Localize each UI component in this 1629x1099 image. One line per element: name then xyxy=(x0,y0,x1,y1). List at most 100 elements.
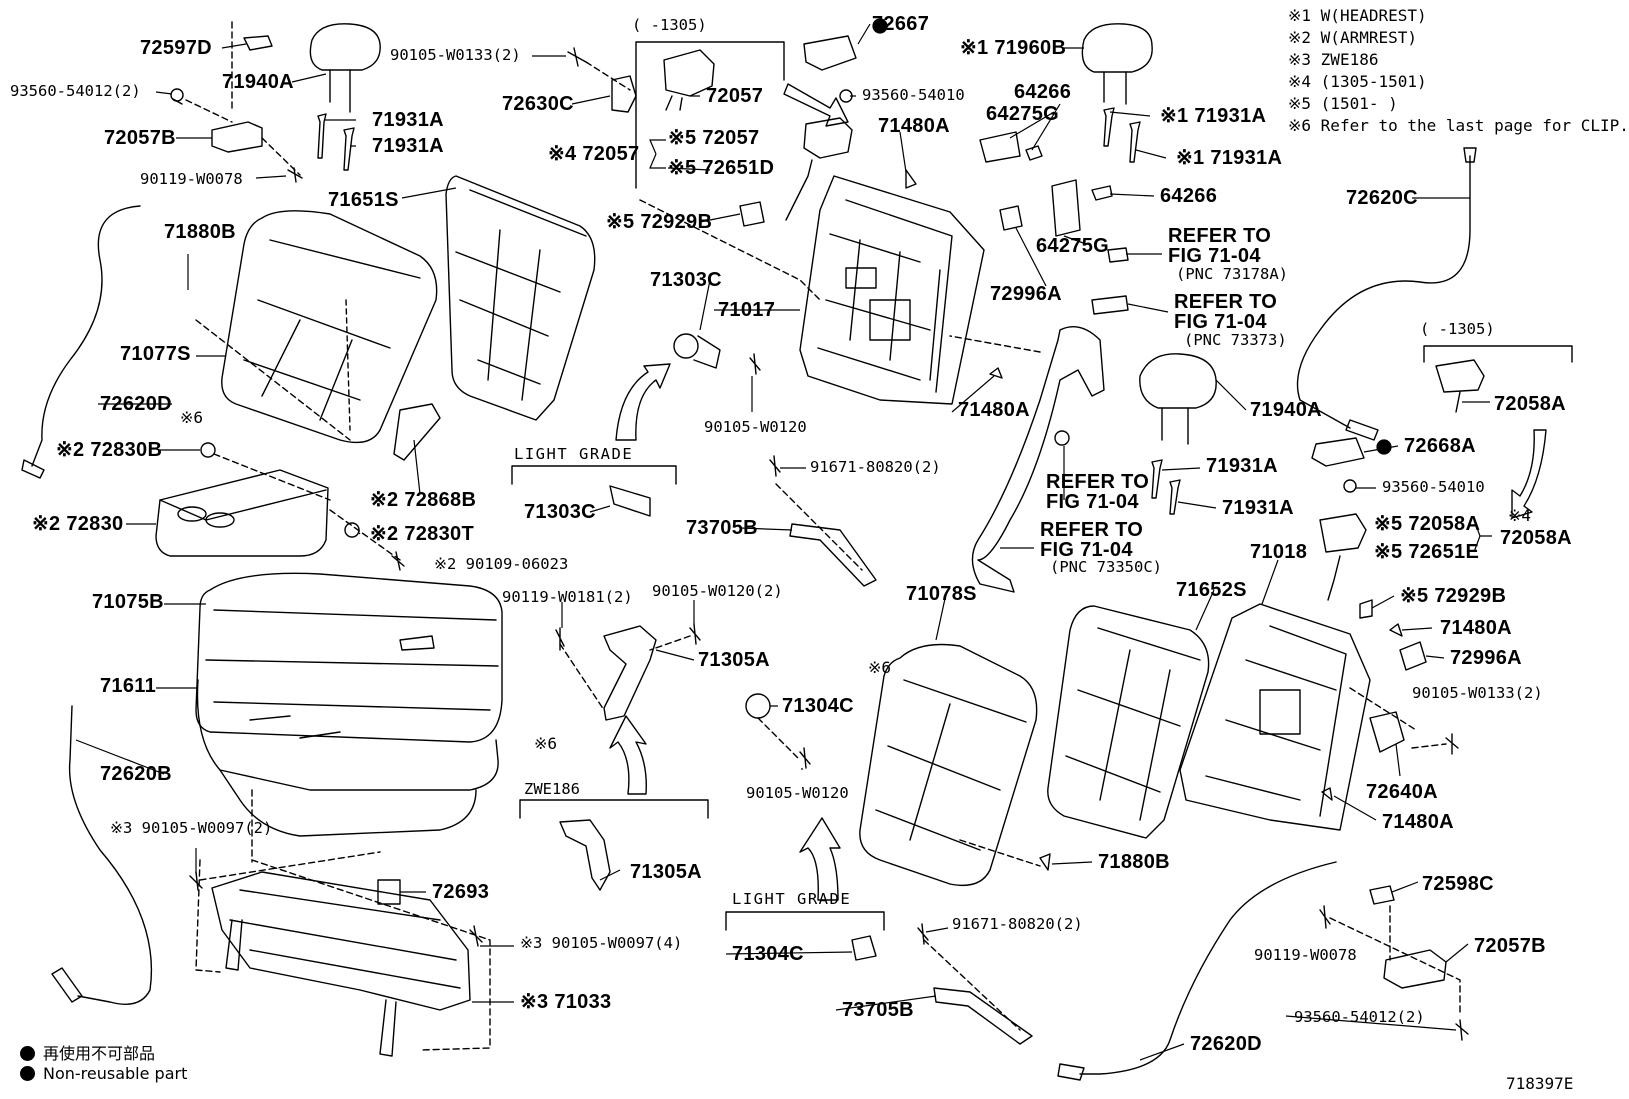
bolt-90105-w0097-4 xyxy=(469,925,483,947)
headrest-left xyxy=(309,23,381,113)
bracket-72057b-left xyxy=(211,121,263,153)
callout: ※2 72868B xyxy=(370,489,477,511)
callout: LIGHT GRADE xyxy=(514,445,634,463)
callout: 72668A xyxy=(1404,435,1476,457)
recliner-cover-71304c xyxy=(851,935,877,961)
callout: REFER TO xyxy=(1040,519,1144,541)
arrow-4 xyxy=(799,817,841,901)
hinge-73705b-b xyxy=(933,987,1033,1045)
seatback-cover-71077s xyxy=(221,210,438,444)
callout: 93560-54010 xyxy=(862,86,965,104)
clip-72598c xyxy=(1369,885,1395,905)
cover-72668a xyxy=(1311,437,1365,467)
callout: 71480A xyxy=(1440,617,1512,639)
bolt-90105-w0097-2 xyxy=(189,871,203,891)
callout: (PNC 73178A) xyxy=(1176,265,1288,283)
seatback-frame-71017 xyxy=(799,175,985,405)
guide-71931a-4 xyxy=(1129,121,1141,163)
legend-nonreusable-en: Non-reusable part xyxy=(20,1064,187,1083)
callout: 64266 xyxy=(1160,185,1218,207)
nut-seatbelt xyxy=(1054,430,1070,446)
bracket-71305a-b xyxy=(559,819,611,891)
cable-72620b xyxy=(68,705,153,1005)
callout: FIG 71-04 xyxy=(1040,539,1133,561)
recliner-71303c xyxy=(673,333,721,369)
callout: ※2 90109-06023 xyxy=(434,555,569,573)
screw-72830b xyxy=(200,442,216,458)
callout: ※5 72651E xyxy=(1374,541,1480,563)
callout: (PNC 73373) xyxy=(1184,331,1287,349)
legend-note-1: ※1 W(HEADREST) xyxy=(1288,6,1427,25)
lock-72057 xyxy=(663,49,715,111)
legend-note-3: ※3 ZWE186 xyxy=(1288,50,1379,69)
callout: ※1 71931A xyxy=(1160,105,1267,127)
callout: (PNC 73350C) xyxy=(1050,558,1162,576)
seatback-frame-71018 xyxy=(1179,603,1371,831)
seatback-pad-71652s xyxy=(1047,605,1210,839)
callout: ※6 xyxy=(180,408,204,427)
callout: 71303C xyxy=(650,269,722,291)
callout: 64275G xyxy=(1036,235,1109,257)
callout: 90105-W0133(2) xyxy=(1412,684,1543,702)
bolt-90105-w0120-2 xyxy=(689,623,701,645)
callout: ( -1305) xyxy=(1420,320,1495,338)
arrow-5 xyxy=(1511,429,1547,519)
callout: 93560-54010 xyxy=(1382,478,1485,496)
bolt-91671-b xyxy=(917,923,929,945)
figure-id: 718397E xyxy=(1506,1074,1574,1093)
callout: 71931A xyxy=(372,135,444,157)
callout: 71480A xyxy=(958,399,1030,421)
callout: LIGHT GRADE xyxy=(732,890,852,908)
callout: 72598C xyxy=(1422,873,1494,895)
seatbelt-73350c xyxy=(971,326,1105,593)
callout: ※3 90105-W0097(4) xyxy=(520,934,683,952)
clip-71480a-2 xyxy=(989,367,1003,379)
callout: 90119-W0078 xyxy=(140,170,243,188)
bracket-72868b xyxy=(393,403,441,461)
diagram-drawing xyxy=(21,21,1573,1081)
callout: 71931A xyxy=(1222,497,1294,519)
cable-72620d-left xyxy=(31,205,141,467)
screw-90109 xyxy=(391,551,405,571)
callout: 71305A xyxy=(698,649,770,671)
callout: 90119-W0078 xyxy=(1254,946,1357,964)
callout: 90105-W0120 xyxy=(704,418,807,436)
callout: ※5 72929B xyxy=(606,211,713,233)
callout: 71075B xyxy=(92,591,164,613)
cover-72667 xyxy=(803,35,857,71)
bolt-91671-a xyxy=(769,455,781,477)
callout: 71480A xyxy=(878,115,950,137)
callout: ※5 72057 xyxy=(668,127,760,149)
seat-cushion-71075b xyxy=(195,572,503,743)
callout: 71940A xyxy=(222,71,294,93)
seatback-pad-71651s xyxy=(445,175,596,421)
clip-72996a-a xyxy=(999,205,1023,231)
callout: REFER TO xyxy=(1174,291,1278,313)
callout: ※1 71931A xyxy=(1176,147,1283,169)
cable-72620d-right xyxy=(1079,861,1337,1075)
callout: 71303C xyxy=(524,501,596,523)
bullet-icon xyxy=(20,1046,35,1061)
callout: 72057 xyxy=(706,85,764,107)
part-73178a xyxy=(1107,247,1129,263)
legend-note-2: ※2 W(ARMREST) xyxy=(1288,28,1417,47)
bolt-90119-w0181 xyxy=(555,627,565,651)
clip-71480a-c xyxy=(1389,623,1403,637)
callout: 73705B xyxy=(686,517,758,539)
callout: 72620D xyxy=(1190,1033,1262,1055)
callout: 72640A xyxy=(1366,781,1438,803)
callout: ※4 72057 xyxy=(548,143,640,165)
bracket-72630c xyxy=(611,75,637,113)
parts-diagram: ※1 W(HEADREST) ※2 W(ARMREST) ※3 ZWE186 ※… xyxy=(10,6,1629,1093)
guide-71931a-1 xyxy=(317,113,327,159)
bracket-72640a xyxy=(1369,711,1405,753)
part-72597d xyxy=(243,35,273,51)
seat-cushion-frame-71611 xyxy=(196,679,499,837)
clip-71880b-b xyxy=(1039,853,1051,871)
arrow-1 xyxy=(783,83,849,127)
callout: 72057B xyxy=(1474,935,1546,957)
callout: 93560-54012(2) xyxy=(10,82,141,100)
callout: FIG 71-04 xyxy=(1174,311,1267,333)
legend-nonreusable-jp-text: 再使用不可部品 xyxy=(43,1044,156,1063)
callout: ※1 71960B xyxy=(960,37,1067,59)
